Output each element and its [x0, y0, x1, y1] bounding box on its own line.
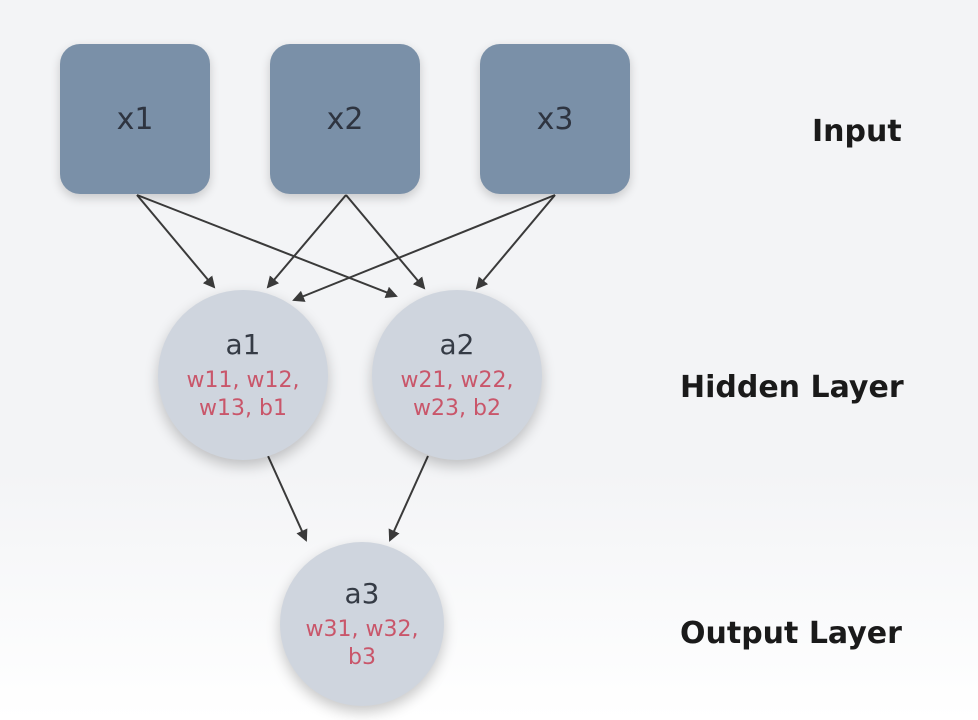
- edge-a2-a3: [388, 455, 429, 542]
- input-node-x2: x2: [270, 44, 420, 194]
- edge-x1-a2: [136, 194, 398, 298]
- edge-a1-a3: [267, 455, 308, 542]
- node-weights: w31, w32, b3: [305, 616, 419, 670]
- input-node-label: x2: [326, 101, 364, 137]
- node-weights: w11, w12, w13, b1: [186, 367, 300, 421]
- node-title: a1: [225, 327, 261, 361]
- edge-x3-a2: [475, 194, 556, 290]
- edge-x2-a1: [266, 194, 347, 289]
- input-node-label: x3: [536, 101, 574, 137]
- hidden-node-a2: a2 w21, w22, w23, b2: [372, 290, 542, 460]
- input-node-x1: x1: [60, 44, 210, 194]
- layer-label-hidden: Hidden Layer: [680, 370, 904, 405]
- layer-label-input: Input: [812, 114, 902, 149]
- output-node-a3: a3 w31, w32, b3: [280, 542, 444, 706]
- node-weights: w21, w22, w23, b2: [400, 367, 514, 421]
- hidden-node-a1: a1 w11, w12, w13, b1: [158, 290, 328, 460]
- layer-label-output: Output Layer: [680, 616, 902, 651]
- edge-x1-a1: [136, 194, 216, 289]
- edge-x2-a2: [345, 194, 426, 290]
- input-node-x3: x3: [480, 44, 630, 194]
- node-title: a2: [439, 327, 475, 361]
- edge-x3-a1: [292, 194, 556, 302]
- input-node-label: x1: [116, 101, 154, 137]
- node-title: a3: [344, 576, 380, 610]
